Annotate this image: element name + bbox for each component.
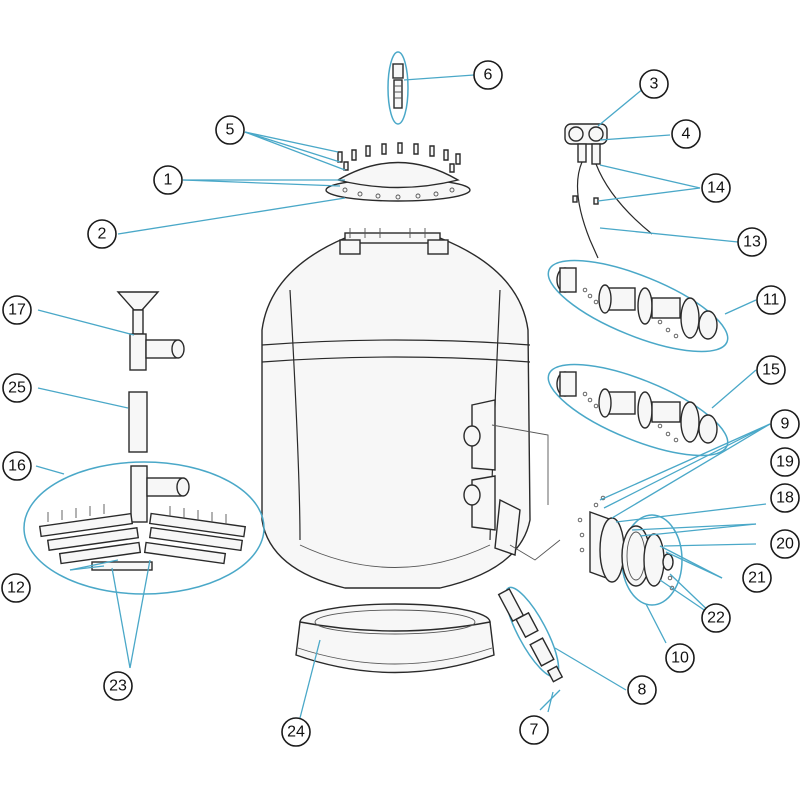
callout-circle <box>770 483 800 513</box>
callout-4: 4 <box>671 119 701 149</box>
callout-6: 6 <box>473 60 503 90</box>
callout-number: 7 <box>530 722 539 739</box>
callout-circle <box>2 295 32 325</box>
filter-tank <box>261 228 561 589</box>
callout-number: 9 <box>781 416 790 433</box>
callout-circle <box>701 603 731 633</box>
callout-17: 17 <box>2 295 32 325</box>
callout-circle <box>756 355 786 385</box>
callout-circle <box>2 373 32 403</box>
callout-circle <box>639 69 669 99</box>
callout-number: 14 <box>707 180 725 197</box>
callout-circle <box>153 165 183 195</box>
lateral-collector-assembly <box>23 461 265 595</box>
callout-number: 5 <box>226 122 235 139</box>
callout-circle <box>770 529 800 559</box>
callout-15: 15 <box>756 355 786 385</box>
base-stand <box>295 603 495 674</box>
pressure-gauge-assembly <box>564 123 653 259</box>
manhole-cover-assembly <box>577 495 683 606</box>
callout-16: 16 <box>2 451 32 481</box>
callout-number: 6 <box>484 67 493 84</box>
callout-circle <box>665 643 695 673</box>
callout-circle <box>737 227 767 257</box>
callout-circle <box>2 451 32 481</box>
callout-5: 5 <box>215 115 245 145</box>
callout-number: 15 <box>762 362 780 379</box>
callout-20: 20 <box>770 529 800 559</box>
callout-18: 18 <box>770 483 800 513</box>
callout-number: 10 <box>671 650 689 667</box>
callout-circle <box>473 60 503 90</box>
callout-23: 23 <box>103 671 133 701</box>
lid-bolts <box>337 142 461 173</box>
callout-number: 23 <box>109 678 127 695</box>
callout-24: 24 <box>281 717 311 747</box>
callout-22: 22 <box>701 603 731 633</box>
callout-circle <box>281 717 311 747</box>
callout-13: 13 <box>737 227 767 257</box>
callout-circle <box>87 219 117 249</box>
callout-number: 20 <box>776 536 794 553</box>
callout-number: 12 <box>7 580 25 597</box>
callout-1: 1 <box>153 165 183 195</box>
port-assembly-lower <box>547 363 729 457</box>
callout-12: 12 <box>1 573 31 603</box>
callout-8: 8 <box>627 675 657 705</box>
callout-number: 18 <box>776 490 794 507</box>
drain-assembly <box>497 586 564 683</box>
callout-circle <box>215 115 245 145</box>
callout-circle <box>701 173 731 203</box>
callout-2: 2 <box>87 219 117 249</box>
callout-9: 9 <box>770 409 800 439</box>
callout-number: 3 <box>650 76 659 93</box>
callout-10: 10 <box>665 643 695 673</box>
callout-number: 8 <box>638 682 647 699</box>
callout-11: 11 <box>756 285 786 315</box>
callout-labels: 1234567891011121314151617181920212223242… <box>1 60 800 747</box>
port-assembly-upper <box>547 259 729 353</box>
callout-number: 25 <box>8 380 26 397</box>
callout-number: 13 <box>743 234 761 251</box>
callout-3: 3 <box>639 69 669 99</box>
callout-circle <box>770 447 800 477</box>
callout-19: 19 <box>770 447 800 477</box>
callout-circle <box>742 563 772 593</box>
callout-21: 21 <box>742 563 772 593</box>
callout-25: 25 <box>2 373 32 403</box>
callout-number: 24 <box>287 724 305 741</box>
callout-circle <box>671 119 701 149</box>
callout-circle <box>770 409 800 439</box>
callout-circle <box>519 715 549 745</box>
callout-number: 2 <box>98 226 107 243</box>
callout-circle <box>1 573 31 603</box>
callout-circle <box>627 675 657 705</box>
callout-number: 22 <box>707 610 725 627</box>
central-pipe-assembly <box>116 291 185 453</box>
callout-number: 1 <box>164 172 173 189</box>
air-release-valve <box>387 51 409 125</box>
callout-number: 19 <box>776 454 794 471</box>
lateral-pipes <box>38 512 247 571</box>
callout-number: 17 <box>8 302 26 319</box>
leader-lines <box>35 74 771 719</box>
callout-number: 4 <box>682 126 691 143</box>
tank-lid <box>325 142 471 202</box>
callout-14: 14 <box>701 173 731 203</box>
callout-circle <box>756 285 786 315</box>
callout-number: 16 <box>8 458 26 475</box>
callout-number: 21 <box>748 570 766 587</box>
callout-number: 11 <box>763 292 780 309</box>
callout-circle <box>103 671 133 701</box>
callout-7: 7 <box>519 715 549 745</box>
